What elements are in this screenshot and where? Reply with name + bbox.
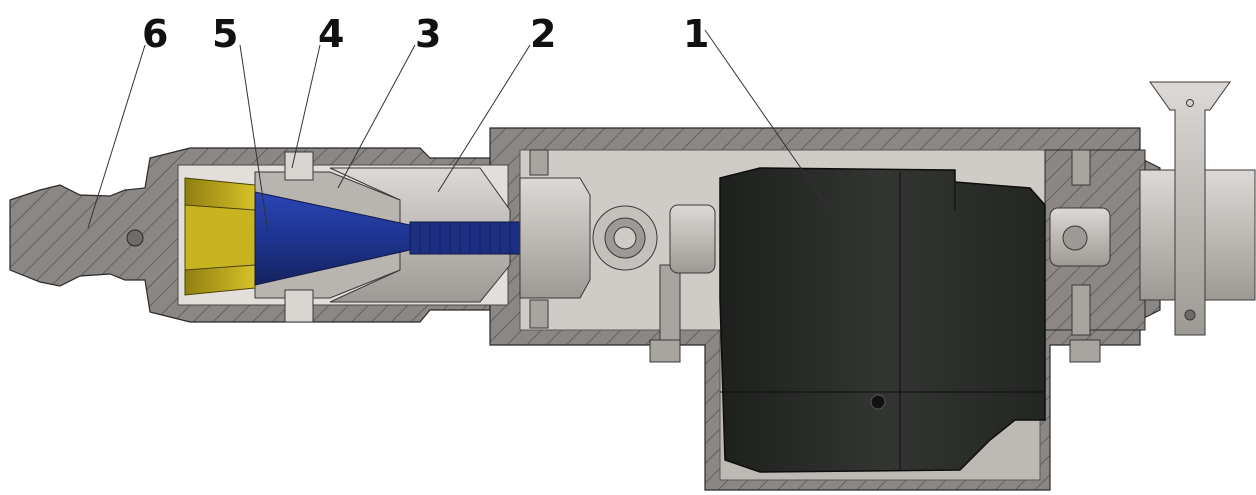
callout-label-1: 1 (683, 12, 709, 56)
leader-lines (87, 29, 831, 233)
callout-label-5: 5 (212, 12, 238, 56)
callout-label-2: 2 (530, 12, 556, 56)
callout-label-6: 6 (142, 12, 168, 56)
housing-screws (529, 149, 1101, 363)
motor-unit (719, 167, 1046, 473)
callout-labels: 1 2 3 4 5 6 (142, 12, 709, 56)
callout-label-3: 3 (415, 12, 441, 56)
coupling-block (519, 177, 716, 299)
callout-label-4: 4 (318, 12, 344, 56)
